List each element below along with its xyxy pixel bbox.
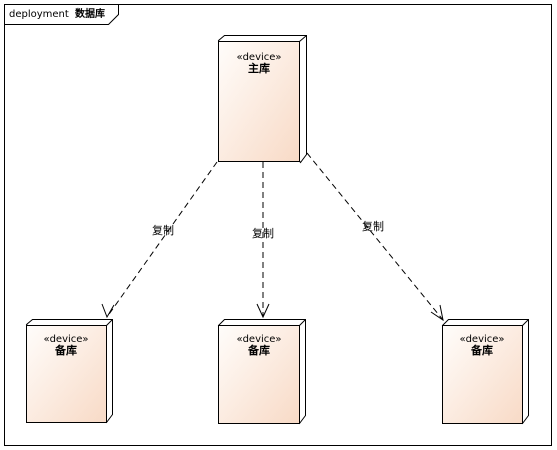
frame-title: deployment 数据库 xyxy=(9,7,105,20)
replication-edge-3[interactable]: 复制 xyxy=(306,152,444,322)
node-name: 备库 xyxy=(470,343,493,357)
node-body xyxy=(442,325,523,424)
node-body xyxy=(218,41,300,162)
diagram-frame: deployment 数据库 xyxy=(4,4,552,446)
frame-name: 数据库 xyxy=(75,7,105,20)
node-primary[interactable]: «device» 主库 xyxy=(217,35,307,164)
node-name: 主库 xyxy=(248,61,270,75)
node-replica-2[interactable]: «device» 备库 xyxy=(217,319,306,425)
node-replica-1[interactable]: «device» 备库 xyxy=(25,319,113,424)
node-stereotype: «device» xyxy=(236,52,281,63)
node-body xyxy=(218,325,300,424)
edge-label: 复制 xyxy=(252,226,274,240)
edges-layer: 复制 复制 复制 xyxy=(101,152,444,322)
replication-edge-2[interactable]: 复制 xyxy=(252,162,274,319)
replication-edge-1[interactable]: 复制 xyxy=(101,161,218,319)
node-name: 备库 xyxy=(247,343,270,357)
node-replica-3[interactable]: «device» 备库 xyxy=(441,319,529,425)
arrowhead-icon xyxy=(256,303,270,319)
node-body xyxy=(26,325,107,423)
nodes-layer: «device» 主库 «device» 备库 «device» 备库 «dev… xyxy=(25,35,529,425)
node-stereotype: «device» xyxy=(236,334,281,345)
node-stereotype: «device» xyxy=(43,334,88,345)
node-stereotype: «device» xyxy=(459,334,504,345)
node-name: 备库 xyxy=(54,343,77,357)
arrowhead-icon xyxy=(430,304,444,322)
edge-label: 复制 xyxy=(152,223,174,237)
arrowhead-icon xyxy=(101,303,115,319)
edge-label: 复制 xyxy=(362,219,384,233)
frame-kind: deployment xyxy=(9,9,69,20)
